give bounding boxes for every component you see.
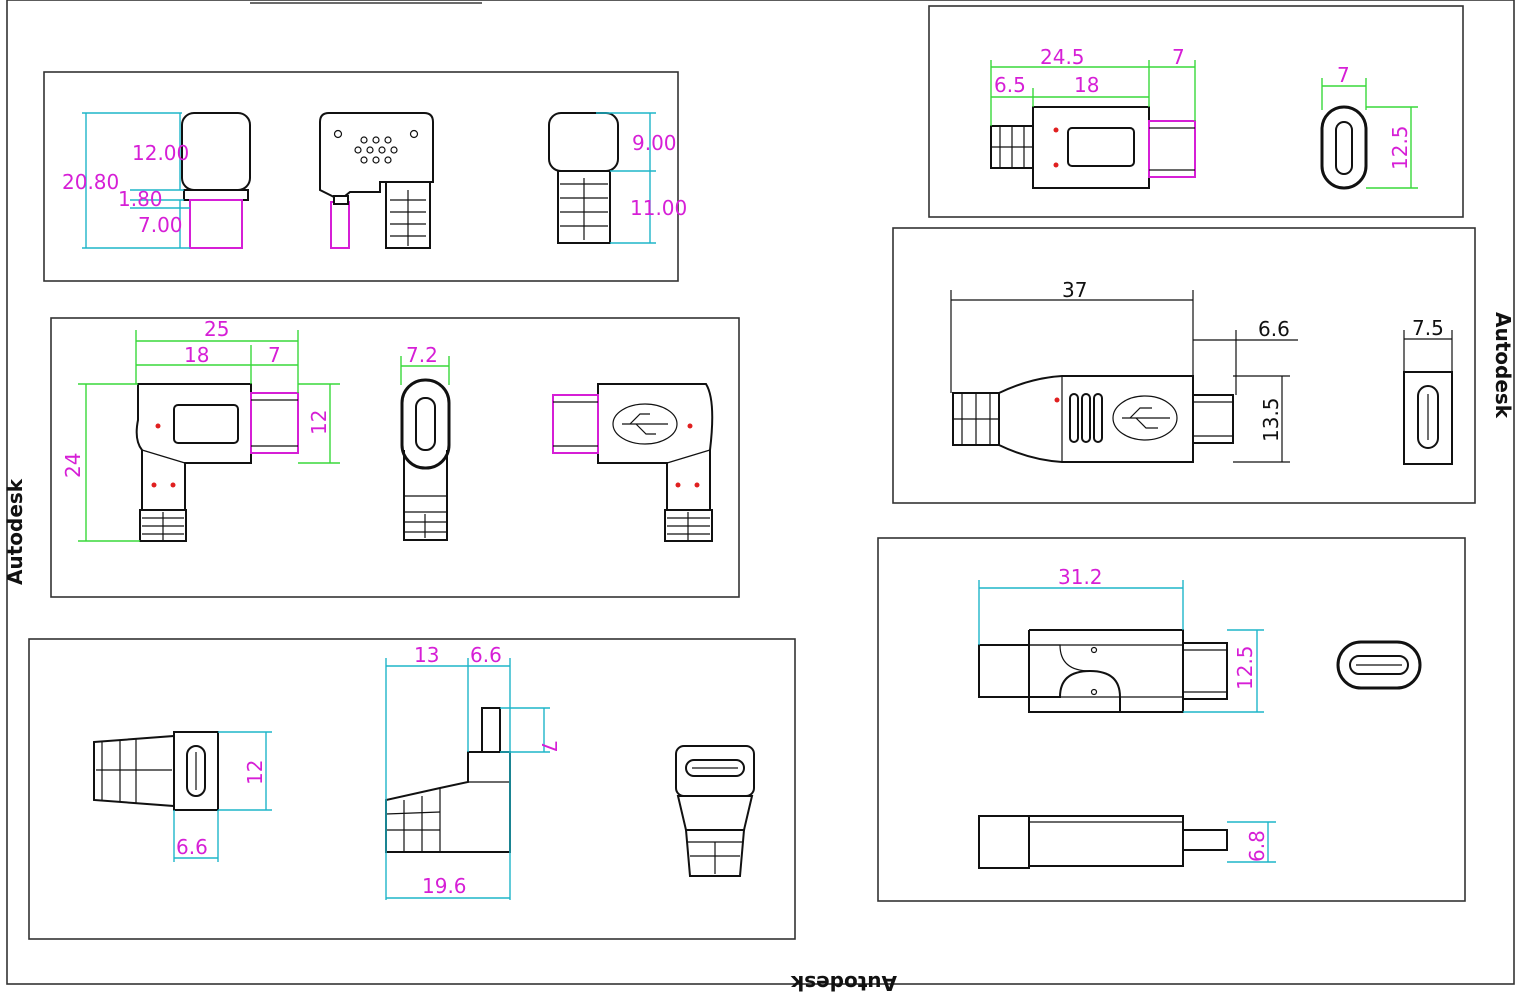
p1-dim-right-top: 9.00 <box>632 131 677 155</box>
svg-text:Autodesk: Autodesk <box>790 971 897 995</box>
p3-dim-plug-width: 6.6 <box>470 643 502 667</box>
p3-side-view <box>385 707 511 853</box>
p3-face-view <box>93 731 219 811</box>
panel-2: 25 18 7 24 12 7.2 <box>50 317 740 598</box>
p2-end-dims <box>400 356 450 385</box>
panel-3-border <box>28 638 796 940</box>
p5-dim-end-width: 7.5 <box>1412 316 1444 340</box>
p5-dim-total-length: 37 <box>1062 278 1087 302</box>
panel-5-border <box>892 227 1476 504</box>
p2-dim-plug-height: 12 <box>307 410 331 435</box>
p4-dim-boot-width: 6.5 <box>994 73 1026 97</box>
p5-side-dims <box>950 290 1298 463</box>
panel-3: 12 6.6 13 6.6 7 19.6 <box>28 638 796 940</box>
p6-dim-height: 12.5 <box>1233 645 1257 690</box>
p2-dim-body-width: 18 <box>184 343 209 367</box>
p4-dim-body-width: 18 <box>1074 73 1099 97</box>
panel-1: 20.80 12.00 1.80 7.00 <box>43 71 687 282</box>
p2-right-view <box>552 383 714 542</box>
p2-dim-end-width: 7.2 <box>406 343 438 367</box>
p5-dim-plug-length: 6.6 <box>1258 317 1290 341</box>
p5-end-dims <box>1403 330 1453 372</box>
p6-bottom-view <box>978 815 1228 869</box>
p1-front-view <box>319 112 434 249</box>
p3-front-view <box>675 745 755 877</box>
panel-6-border <box>877 537 1466 902</box>
p4-dim-end-width: 7 <box>1337 63 1350 87</box>
sheet-border <box>6 0 1515 985</box>
panel-1-border <box>43 71 679 282</box>
p2-left-dims <box>78 330 340 542</box>
p4-dim-plug-width: 7 <box>1172 45 1185 69</box>
p6-top-view <box>978 629 1228 713</box>
p3-dim-top-width: 13 <box>414 643 439 667</box>
p5-side-view <box>952 375 1234 463</box>
svg-text:Autodesk: Autodesk <box>1491 312 1515 419</box>
p2-dim-total-width: 25 <box>204 317 229 341</box>
panel-4-border <box>928 5 1464 218</box>
panel-6: 31.2 12.5 6.8 <box>877 537 1466 902</box>
p6-end-view <box>1336 640 1422 690</box>
p6-bottom-dims <box>1227 821 1276 863</box>
watermark-left: Autodesk <box>3 478 27 585</box>
p3-dim-plug-height: 7 <box>537 740 561 753</box>
p1-right-view <box>548 112 619 244</box>
panel-2-border <box>50 317 740 598</box>
p6-dim-thickness: 6.8 <box>1245 830 1269 862</box>
p2-dim-plug-width: 7 <box>268 343 281 367</box>
p3-dim-total-width: 19.6 <box>422 874 467 898</box>
panel-5: 37 6.6 13.5 7.5 <box>892 227 1476 504</box>
p6-top-dims <box>978 580 1264 713</box>
watermark-right: Autodesk <box>1491 312 1515 419</box>
p5-end-view <box>1403 371 1453 465</box>
p1-side-view <box>181 112 251 249</box>
p3-side-dims <box>385 658 550 900</box>
p4-dim-total-width: 24.5 <box>1040 45 1085 69</box>
p5-dim-height: 13.5 <box>1259 397 1283 442</box>
p3-face-dims <box>173 731 272 862</box>
p2-left-view <box>135 383 299 542</box>
p4-side-view <box>990 106 1196 189</box>
p1-dim-gap: 1.80 <box>118 187 163 211</box>
p3-dim-face-height: 12 <box>243 760 267 785</box>
p1-dim-top-height: 12.00 <box>132 141 189 165</box>
svg-text:Autodesk: Autodesk <box>3 478 27 585</box>
p4-dim-end-height: 12.5 <box>1388 125 1412 170</box>
p4-side-dims <box>990 60 1196 126</box>
p1-dim-plug-height: 7.00 <box>138 213 183 237</box>
p4-end-dims <box>1321 78 1418 189</box>
p3-dim-face-width: 6.6 <box>176 835 208 859</box>
p1-dimensions <box>82 112 190 249</box>
p6-dim-total-width: 31.2 <box>1058 565 1103 589</box>
p2-end-view <box>400 378 451 541</box>
panel-4: 24.5 7 6.5 18 7 12.5 <box>928 5 1464 218</box>
p2-dim-height: 24 <box>61 453 85 478</box>
p4-end-view <box>1320 105 1368 190</box>
watermark-bottom: Autodesk <box>790 971 897 995</box>
p1-right-dims <box>596 112 656 244</box>
p1-dim-right-bottom: 11.00 <box>630 196 687 220</box>
p1-dim-total-height: 20.80 <box>62 170 119 194</box>
